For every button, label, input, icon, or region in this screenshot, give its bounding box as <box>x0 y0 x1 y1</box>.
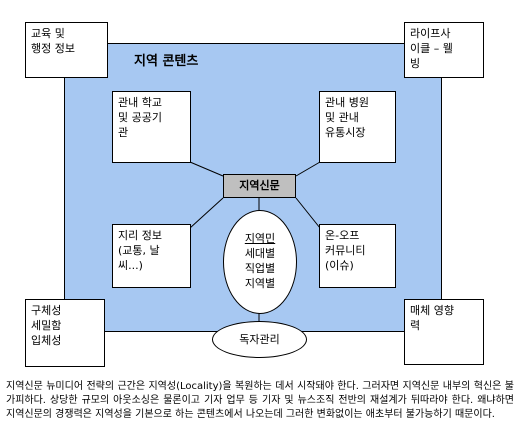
ellipse-line: 세대별 <box>244 247 276 260</box>
corner-box-specificity: 구체성 세밀함 입체성 <box>25 299 105 367</box>
box-line: 구체성 <box>31 304 62 317</box>
corner-box-lifecycle: 라이프사 이클 – 웰 빙 <box>404 22 484 78</box>
connector-line <box>295 161 321 177</box>
ellipse-reader-management: 독자관리 <box>212 321 307 358</box>
connector-line <box>189 197 224 229</box>
ellipse-readers: 지역민 세대별 직업별 지역별 <box>223 210 297 314</box>
box-line: 입체성 <box>31 334 62 347</box>
box-line: 씨...) <box>118 259 143 272</box>
corner-box-education: 교육 및 행정 정보 <box>25 22 108 78</box>
box-line: 및 공공기 <box>118 111 162 124</box>
box-line: 이클 – 웰 <box>410 42 453 55</box>
inner-box-hospitals: 관내 병원 및 관내 유통시장 <box>319 91 396 163</box>
box-line: 교육 및 <box>31 27 65 40</box>
region-title: 지역 콘텐츠 <box>134 54 199 69</box>
box-line: 커뮤니티 <box>325 244 366 257</box>
box-line: (이슈) <box>325 259 354 272</box>
inner-box-schools: 관내 학교 및 공공기 관 <box>112 91 191 163</box>
box-line: 및 관내 <box>325 111 359 124</box>
box-line: 세밀함 <box>31 319 62 332</box>
box-line: 빙 <box>410 57 421 70</box>
connector-line <box>295 197 321 229</box>
corner-box-media-influence: 매체 영향 력 <box>404 299 484 365</box>
ellipse-line: 지역별 <box>244 277 276 290</box>
box-line: 매체 영향 <box>410 304 454 317</box>
ellipse-line: 지역민 <box>244 232 276 245</box>
box-line: 관 <box>118 126 129 139</box>
center-box-local-newspaper: 지역신문 <box>223 174 296 198</box>
diagram: 지역 콘텐츠 교육 및 행정 정보 라이프사 이클 – 웰 빙 구체성 세밀함 … <box>25 22 484 367</box>
box-line: 력 <box>410 319 421 332</box>
inner-box-geography: 지리 정보 (교통, 날 씨...) <box>112 224 191 288</box>
box-line: 관내 병원 <box>325 96 369 109</box>
box-line: 유통시장 <box>325 126 366 139</box>
box-line: 관내 학교 <box>118 96 162 109</box>
box-line: 온-오프 <box>325 229 360 242</box>
caption-text: 지역신문 뉴미디어 전략의 근간은 지역성(Locality)을 복원하는 데서… <box>6 381 514 420</box>
connector-line <box>189 161 224 177</box>
ellipse-line: 직업별 <box>244 262 276 275</box>
box-line: 지리 정보 <box>118 229 162 242</box>
box-line: 행정 정보 <box>31 42 75 55</box>
box-line: 라이프사 <box>410 27 451 40</box>
inner-box-community: 온-오프 커뮤니티 (이슈) <box>319 224 396 288</box>
box-line: (교통, 날 <box>118 244 160 257</box>
